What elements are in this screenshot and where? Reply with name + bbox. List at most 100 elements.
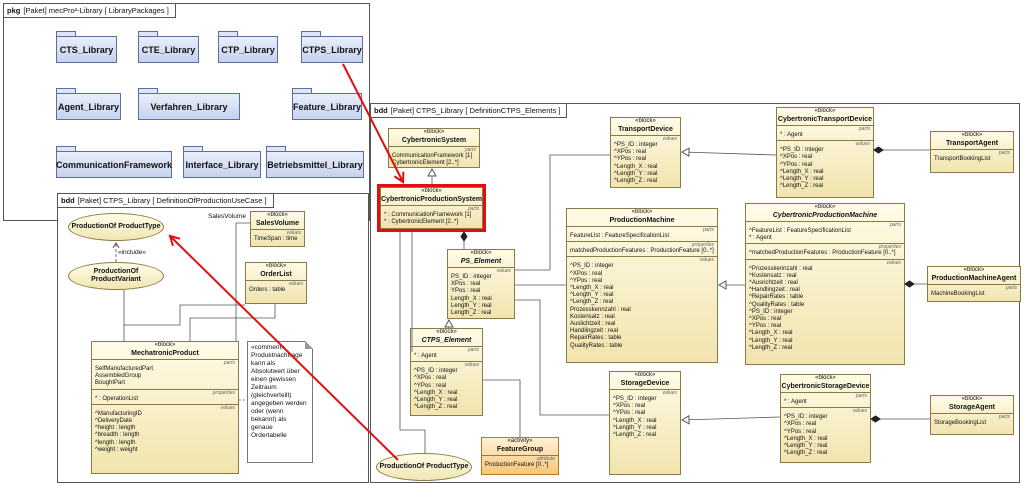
section-header: parts	[889, 222, 901, 228]
block-name: CybertronicProductionSystem	[381, 196, 483, 203]
package-tab	[56, 88, 76, 94]
block-section: parts* : Agent	[411, 346, 482, 361]
section-header: attribute	[536, 456, 555, 462]
block-name: ProductionMachine	[609, 217, 675, 224]
red-arrow-package-to-cps	[342, 63, 403, 182]
section-header: parts	[467, 206, 479, 212]
compartment-line: ^YPos : real	[780, 161, 813, 168]
block-stereotype: «activity»	[507, 438, 533, 444]
block-name: TransportAgent	[945, 140, 999, 147]
compartment-line: AssembledGroup	[95, 373, 142, 380]
block-name: CTPS_Element	[421, 337, 472, 344]
package-agent-library[interactable]: Agent_Library	[56, 88, 121, 120]
compartment-line: ^Length_Z : real	[784, 450, 828, 457]
block-name: CybertronicProductionMachine	[772, 212, 878, 219]
section-header: parts	[464, 147, 476, 153]
compartment-line: PS_ID : integer	[451, 274, 492, 280]
orderlist-edge	[189, 304, 276, 341]
package-ctp-library[interactable]: CTP_Library	[218, 31, 278, 63]
block-stereotype: «block»	[961, 396, 983, 402]
section-header: values	[662, 136, 677, 142]
compartment-line: Auslichtzeit : real	[570, 321, 616, 328]
compartment-line: ^QualityRates : table	[749, 301, 805, 308]
compartment-line: ^Length_Y : real	[613, 424, 657, 431]
compartment-line: ^Length_Y : real	[749, 337, 793, 344]
section-header: values	[699, 257, 714, 264]
package-verfahren-library[interactable]: Verfahren_Library	[138, 88, 240, 120]
section-header: values	[286, 230, 301, 236]
package-communication-framework[interactable]: CommunicationFramework	[56, 146, 172, 178]
compartment-line: * : Agent	[780, 132, 803, 138]
section-header: parts	[855, 393, 867, 399]
comment-line: genaue Ordertabelle	[251, 424, 287, 439]
block-name: TransportDevice	[618, 126, 673, 133]
compartment-line: XPos : real	[451, 281, 481, 288]
highlight-box	[377, 184, 486, 232]
compartment-line: ^PS_ID : integer	[613, 396, 657, 402]
package-cts-library[interactable]: CTS_Library	[56, 31, 117, 63]
usecase-production-of-product-type-ref[interactable]: ProductionOf ProductType	[376, 453, 472, 481]
block-section: parts * : Agent	[781, 392, 870, 407]
block-stereotype: «block»	[635, 118, 656, 124]
compartment-line: StorageBookingList	[934, 420, 987, 426]
block-cybertronicproductionmachine[interactable]: «block» CybertronicProductionMachine parts…	[745, 203, 905, 365]
block-section: values^Prozesskennzahl : real^Kostensatz…	[746, 258, 904, 353]
frame-title: bdd[Paket] CTPS_Library [ DefinitionOfPr…	[58, 194, 274, 208]
block-section: parts* : CommunicationFramework [1]* : C…	[381, 205, 482, 227]
block-name: CybertronicStorageDevice	[781, 383, 870, 390]
package-ctps-library[interactable]: CTPS_Library	[301, 31, 363, 63]
compartment-line: SelfManufacturedPart	[95, 366, 154, 372]
block-stereotype: «block»	[815, 375, 836, 381]
usecase-production-of-product-variant[interactable]: ProductionOf ProductVariant	[68, 262, 164, 290]
package-interface-library[interactable]: Interface_Library	[183, 146, 261, 178]
compartment-line: ^XPos : real	[780, 154, 813, 161]
compartment-line: ^XPos : real	[784, 421, 817, 428]
compartment-line: ^PS_ID : integer	[784, 414, 828, 421]
section-header: parts	[702, 227, 714, 233]
compartment-line: ^YPos : real	[614, 156, 647, 163]
compartment-line: QualityRates : table	[570, 342, 623, 349]
section-header: values	[855, 141, 870, 148]
block-section: values^PS_ID : integer^XPos : real^YPos …	[777, 140, 873, 191]
comment-stereotype: «comment»	[251, 344, 285, 351]
compartment-line: * : Agent	[784, 399, 807, 405]
package-cte-library[interactable]: CTE_Library	[138, 31, 199, 63]
compartment-line: ^Length_Y : real	[614, 170, 658, 177]
usecase-production-of-product-type[interactable]: ProductionOf ProductType	[68, 213, 164, 241]
note-fold-corner	[305, 341, 313, 349]
block-stereotype: «block»	[961, 132, 983, 138]
compartment-line: Length_Y : real	[451, 302, 492, 309]
block-stereotype: «block»	[814, 204, 836, 210]
compartment-line: ^matchedProductionFeatures : ProductionF…	[749, 250, 896, 257]
block-cybertronicstoragedevice[interactable]: «block» CybertronicStorageDevice parts * : …	[780, 374, 871, 463]
package-feature-library[interactable]: Feature_Library	[292, 88, 362, 120]
compartment-line: ^Length_X : real	[784, 435, 828, 442]
package-betriebsmittel-library[interactable]: Betriebsmittel_Library	[266, 146, 364, 178]
comment-line: angegeben werden	[251, 400, 307, 407]
block-stereotype: «block»	[423, 129, 445, 135]
compartment-line: ^Length_Z : real	[780, 183, 824, 190]
compartment-line: * : CommunicationFramework [1]	[384, 212, 472, 218]
compartment-line: ^Length_X : real	[614, 163, 658, 170]
